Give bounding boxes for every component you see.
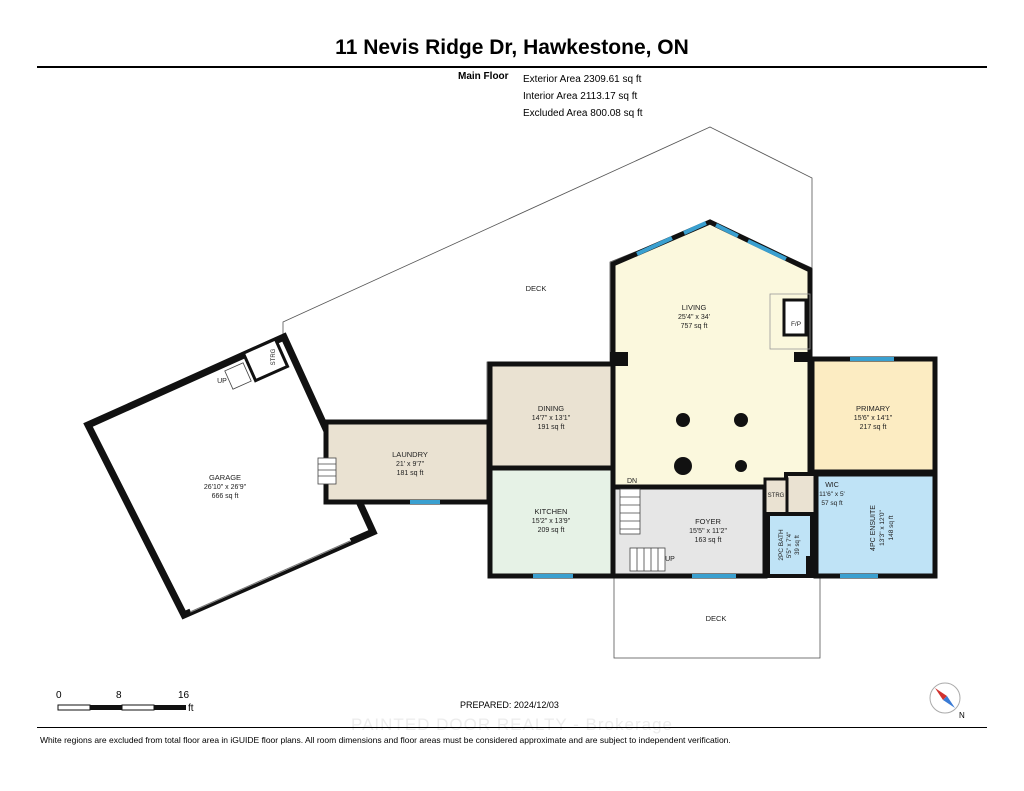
garage-stairs — [224, 362, 337, 485]
wall-post — [610, 352, 628, 366]
deck-bottom-label: DECK — [706, 614, 727, 623]
room-labels: GARAGE 26'10" x 26'9" 666 sq ft LAUNDRY … — [204, 284, 895, 623]
deck-bottom-outline — [613, 576, 821, 659]
kitchen-dims: 15'2" x 13'9" — [532, 518, 571, 525]
primary-name: PRIMARY — [856, 404, 890, 413]
column — [735, 460, 747, 472]
brokerage-watermark: PAINTED DOOR REALTY - Brokerage — [351, 715, 673, 734]
ensuite-name: 4PC ENSUITE — [870, 505, 877, 551]
exterior-area: Exterior Area 2309.61 sq ft — [523, 74, 642, 85]
wic-area: 57 sq ft — [821, 500, 843, 507]
window — [683, 221, 707, 235]
kitchen-area: 209 sq ft — [538, 527, 565, 534]
foyer-dims: 15'5" x 11'2" — [689, 528, 727, 535]
foyer-storage-label: STRG — [768, 493, 785, 499]
scale-bar — [57, 704, 186, 711]
wall-post — [806, 556, 818, 576]
column — [674, 457, 692, 475]
deck-top-label: DECK — [526, 284, 547, 293]
window — [715, 223, 739, 238]
bath-name: 2PC BATH — [778, 529, 785, 561]
laundry-room — [323, 419, 492, 505]
garage-area: 666 sq ft — [212, 493, 239, 500]
floor-label: Main Floor — [458, 71, 509, 82]
garage-stairs-side — [317, 457, 337, 485]
garage-up-label: UP — [217, 378, 227, 385]
kitchen-name: KITCHEN — [535, 507, 568, 516]
scale-tick-8: 8 — [116, 690, 122, 701]
foyer-stairs — [619, 488, 666, 572]
prepared-date: PREPARED: 2024/12/03 — [460, 700, 559, 710]
dining-area: 191 sq ft — [538, 424, 565, 431]
living-dims: 25'4" x 34' — [678, 314, 710, 321]
interior-area: Interior Area 2113.17 sq ft — [523, 91, 638, 102]
ensuite-dims: 13'3" x 12'0" — [879, 509, 886, 545]
compass-icon: N — [929, 682, 965, 720]
foyer-name: FOYER — [695, 517, 721, 526]
title-divider — [37, 66, 987, 68]
bath-room — [766, 512, 814, 578]
dining-dims: 14'7" x 13'1" — [532, 415, 571, 422]
living-name: LIVING — [682, 303, 707, 312]
primary-dims: 15'6" x 14'1" — [854, 415, 893, 422]
foyer-area: 163 sq ft — [695, 537, 722, 544]
window — [636, 236, 673, 256]
garage-storage-label: STRG — [271, 348, 277, 365]
dining-name: DINING — [538, 404, 564, 413]
scale-unit: ft — [188, 703, 194, 714]
garage-door — [188, 536, 352, 613]
garage-storage — [241, 336, 290, 383]
excluded-area: Excluded Area 800.08 sq ft — [523, 108, 643, 119]
laundry-dims: 21' x 9'7" — [396, 461, 425, 468]
wall-post — [794, 352, 808, 362]
stairs-up — [629, 547, 666, 572]
garage-name: GARAGE — [209, 473, 241, 482]
footer-divider — [37, 727, 987, 728]
column — [676, 413, 690, 427]
fireplace — [782, 298, 808, 337]
compass-north-label: N — [959, 711, 965, 720]
living-area: 757 sq ft — [681, 323, 708, 330]
windows — [410, 221, 894, 578]
column — [734, 413, 748, 427]
laundry-name: LAUNDRY — [392, 450, 428, 459]
bath-area: 39 sq ft — [795, 535, 801, 555]
window — [747, 239, 787, 261]
laundry-area: 181 sq ft — [397, 470, 424, 477]
wic-name: WIC — [825, 482, 839, 489]
disclaimer-text: White regions are excluded from total fl… — [40, 735, 731, 745]
fireplace-hearth — [769, 293, 811, 350]
living-room — [610, 219, 813, 490]
area-summary: Exterior Area 2309.61 sq ft Interior Are… — [523, 71, 643, 122]
fireplace-label: F/P — [791, 321, 801, 328]
living-columns — [674, 413, 748, 475]
page-title: 11 Nevis Ridge Dr, Hawkestone, ON — [335, 36, 689, 59]
foyer-down-label: DN — [627, 478, 637, 485]
wic-dims: 11'6" x 5' — [819, 491, 845, 498]
bath-dims: 5'5" x 7'4" — [787, 532, 793, 558]
garage-room — [83, 332, 378, 620]
primary-area: 217 sq ft — [860, 424, 887, 431]
garage-door-track — [189, 540, 351, 613]
foyer-up-label: UP — [665, 556, 675, 563]
garage-stairs-top — [224, 362, 252, 390]
garage-dims: 26'10" x 26'9" — [204, 484, 247, 491]
scale-tick-16: 16 — [178, 690, 190, 701]
ensuite-area: 148 sq ft — [888, 515, 895, 540]
scale-tick-0: 0 — [56, 690, 62, 701]
stairs-down — [619, 488, 641, 535]
